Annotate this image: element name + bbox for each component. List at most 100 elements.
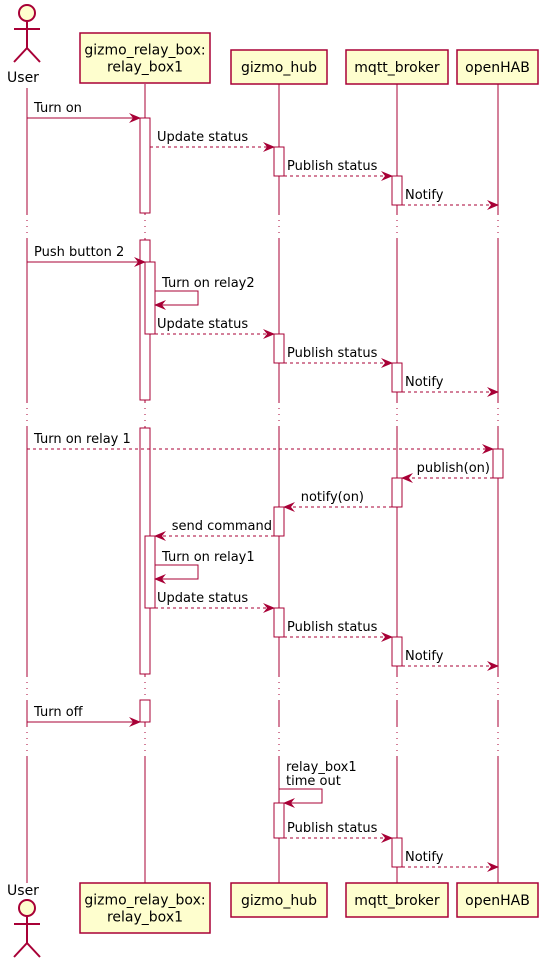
actor-leg-icon bbox=[26, 47, 41, 63]
participant-label-openhab: openHAB bbox=[465, 60, 530, 76]
participant-box-broker bbox=[345, 882, 449, 918]
message-m11: publish(on) bbox=[401, 461, 493, 483]
actor-leg-icon bbox=[13, 47, 28, 63]
participant-box-hub bbox=[230, 882, 328, 918]
participant-footer-broker: mqtt_broker bbox=[345, 882, 449, 918]
participant-box-openhab bbox=[456, 49, 539, 85]
activation-bar-broker bbox=[391, 175, 403, 206]
participant-footer-openhab: openHAB bbox=[456, 882, 539, 918]
message-arrow bbox=[279, 788, 323, 808]
message-m17: Notify bbox=[402, 649, 499, 671]
participant-label-user: User bbox=[7, 883, 39, 899]
participant-footer-relay: gizmo_relay_box:relay_box1 bbox=[79, 882, 211, 934]
activation-bar-hub bbox=[273, 802, 285, 839]
message-label: Notify bbox=[405, 850, 444, 865]
message-label: time out bbox=[286, 774, 341, 789]
message-label: Turn on relay1 bbox=[161, 550, 255, 565]
actor-leg-icon bbox=[26, 942, 41, 958]
activation-bar-broker bbox=[391, 362, 403, 393]
participant-footers: User gizmo_relay_box:relay_box1 gizmo_hub m… bbox=[7, 882, 539, 958]
message-m8: Publish status bbox=[284, 346, 393, 368]
message-label: notify(on) bbox=[301, 490, 364, 505]
message-label: Update status bbox=[157, 591, 248, 606]
activation-bar-hub bbox=[273, 146, 285, 177]
message-label: Update status bbox=[157, 130, 248, 145]
participant-label-openhab: openHAB bbox=[465, 893, 530, 909]
message-m12: notify(on) bbox=[283, 490, 392, 512]
message-m1: Turn on bbox=[27, 101, 141, 123]
participant-box-broker bbox=[345, 49, 449, 85]
participant-footer-hub: gizmo_hub bbox=[230, 882, 328, 918]
message-m14: Turn on relay1 bbox=[154, 550, 255, 584]
activation-bar-relay bbox=[144, 535, 156, 609]
message-m3: Publish status bbox=[284, 159, 393, 181]
activation-bar-hub bbox=[273, 607, 285, 638]
participant-header-broker: mqtt_broker bbox=[345, 49, 449, 85]
lifelines bbox=[26, 84, 499, 883]
message-arrow bbox=[154, 564, 199, 584]
message-label: Notify bbox=[405, 188, 444, 203]
message-label: Notify bbox=[405, 375, 444, 390]
message-label: Publish status bbox=[287, 620, 378, 635]
message-m16: Publish status bbox=[284, 620, 393, 642]
participant-label-user: User bbox=[7, 70, 39, 86]
participant-label-relay: relay_box1 bbox=[107, 910, 183, 926]
activation-bar-hub bbox=[273, 333, 285, 364]
participant-header-relay: gizmo_relay_box:relay_box1 bbox=[79, 32, 211, 84]
message-m13: send command bbox=[154, 519, 274, 541]
activation-bar-broker bbox=[391, 837, 403, 868]
activation-bar-openhab bbox=[492, 448, 504, 479]
message-label: Publish status bbox=[287, 346, 378, 361]
message-m21: Notify bbox=[402, 850, 499, 872]
message-m6: Turn on relay2 bbox=[154, 276, 255, 310]
participant-label-hub: gizmo_hub bbox=[241, 893, 317, 909]
message-m10: Turn on relay 1 bbox=[27, 432, 494, 454]
participant-label-hub: gizmo_hub bbox=[241, 60, 317, 76]
activation-bar-relay bbox=[139, 699, 151, 723]
activation-bar-broker bbox=[391, 636, 403, 667]
message-arrow bbox=[154, 290, 199, 310]
participant-header-openhab: openHAB bbox=[456, 49, 539, 85]
message-label: publish(on) bbox=[417, 461, 490, 476]
message-label: Turn on bbox=[33, 101, 82, 116]
participant-label-broker: mqtt_broker bbox=[354, 893, 440, 909]
message-m20: Publish status bbox=[284, 821, 393, 843]
message-label: Turn on relay2 bbox=[161, 276, 255, 291]
message-label: Publish status bbox=[287, 821, 378, 836]
message-label: Turn off bbox=[33, 705, 84, 720]
message-m18: Turn off bbox=[27, 705, 141, 727]
message-m5: Push button 2 bbox=[27, 245, 146, 267]
participant-label-broker: mqtt_broker bbox=[354, 60, 440, 76]
participant-label-relay: gizmo_relay_box: bbox=[84, 43, 205, 59]
message-label: Push button 2 bbox=[34, 245, 124, 260]
message-m9: Notify bbox=[402, 375, 499, 397]
message-label: send command bbox=[172, 519, 272, 534]
message-m4: Notify bbox=[402, 188, 499, 210]
participant-headers: User gizmo_relay_box:relay_box1 gizmo_hub m… bbox=[7, 4, 539, 86]
participant-box-hub bbox=[230, 49, 328, 85]
message-label: Publish status bbox=[287, 159, 378, 174]
actor-head-icon bbox=[18, 899, 36, 917]
message-m7: Update status bbox=[155, 317, 275, 339]
message-label: Update status bbox=[157, 317, 248, 332]
message-label: Turn on relay 1 bbox=[33, 432, 131, 447]
activations bbox=[139, 117, 504, 868]
participant-box-relay bbox=[79, 32, 211, 84]
activation-bar-relay bbox=[144, 261, 156, 335]
participant-box-openhab bbox=[456, 882, 539, 918]
message-label: Notify bbox=[405, 649, 444, 664]
participant-label-relay: gizmo_relay_box: bbox=[84, 893, 205, 909]
actor-footer-user: User bbox=[7, 883, 41, 958]
activation-bar-relay bbox=[139, 117, 151, 214]
actor-leg-icon bbox=[13, 942, 28, 958]
message-m2: Update status bbox=[150, 130, 275, 152]
activation-bar-hub bbox=[273, 506, 285, 537]
activation-bar-broker bbox=[391, 477, 403, 508]
participant-box-relay bbox=[79, 882, 211, 934]
actor-head-icon bbox=[18, 4, 36, 22]
message-label: relay_box1 bbox=[286, 760, 357, 775]
participant-header-hub: gizmo_hub bbox=[230, 49, 328, 85]
